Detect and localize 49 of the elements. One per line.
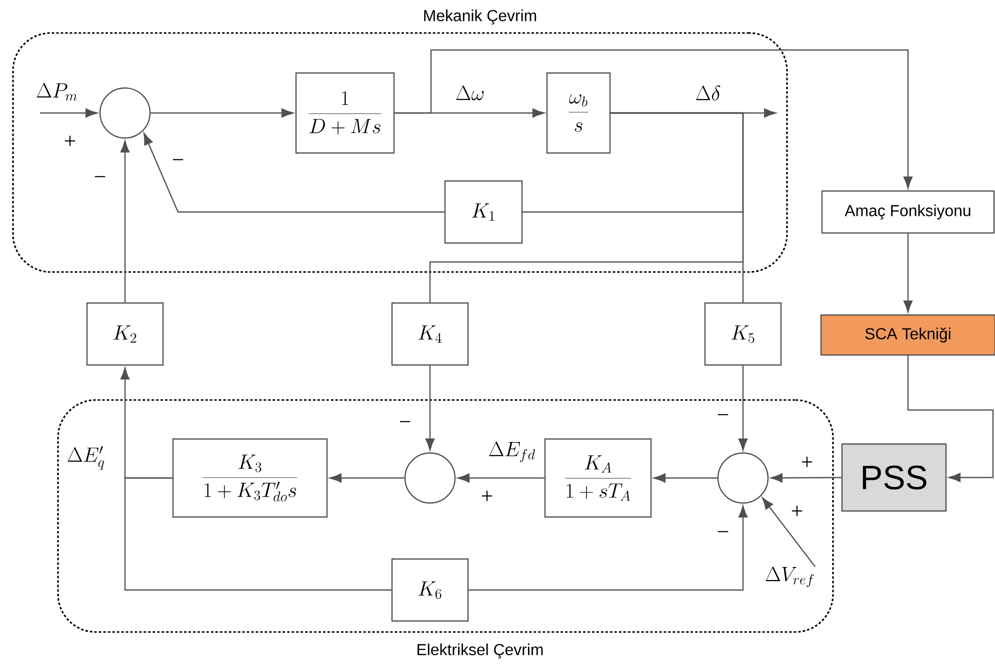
arrow bbox=[120, 140, 130, 302]
transfer-function-box: $\frac{K_A}{1+sT_A}$ bbox=[544, 438, 652, 518]
transfer-function-box: $\frac{1}{D+Ms}$ bbox=[295, 72, 395, 154]
gain-box: $K_2$ bbox=[86, 302, 164, 366]
gain-box: $K_5$ bbox=[704, 302, 782, 366]
edge-label: $\Delta\delta$ bbox=[694, 84, 722, 102]
transfer-function-box: $\frac{\omega_b}{s}$ bbox=[546, 72, 611, 154]
gain-box: $K_1$ bbox=[444, 180, 523, 244]
arrow bbox=[40, 108, 98, 118]
arrow bbox=[762, 498, 816, 568]
signal-line bbox=[610, 112, 744, 302]
sign-label: + bbox=[64, 136, 76, 146]
arrow bbox=[330, 473, 404, 483]
sign-label: − bbox=[718, 531, 728, 532]
sign-label: − bbox=[172, 159, 184, 160]
controller-box: PSS bbox=[841, 443, 947, 512]
signal-label: $\Delta V_{ref}$ bbox=[766, 566, 814, 588]
gain-box: $K_4$ bbox=[391, 302, 469, 366]
arrow bbox=[654, 473, 718, 483]
sign-label: − bbox=[400, 421, 410, 422]
arrow bbox=[144, 132, 444, 213]
process-box: Amaç Fonksiyonu bbox=[821, 190, 995, 234]
sign-label: + bbox=[802, 456, 812, 468]
arrow bbox=[468, 506, 748, 591]
arrow bbox=[903, 234, 913, 312]
sign-label: − bbox=[94, 176, 106, 178]
sign-label: + bbox=[792, 506, 802, 516]
edge-label: $\Delta E'_q$ bbox=[66, 445, 106, 471]
arrow bbox=[458, 473, 544, 483]
process-box: SCA Tekniği bbox=[820, 314, 995, 356]
summing-junction bbox=[404, 452, 456, 504]
edge-label: $\Delta P_m$ bbox=[35, 82, 79, 102]
signal-line bbox=[124, 477, 392, 591]
loop-title: Mekanik Çevrim bbox=[424, 10, 536, 24]
arrow bbox=[907, 356, 994, 482]
transfer-function-box: $\frac{K_3}{1+K_3T'_{do}s}$ bbox=[172, 438, 328, 518]
edge-label: $\Delta E_{fd}$ bbox=[487, 441, 537, 463]
summing-junction bbox=[717, 452, 769, 504]
arrow bbox=[770, 473, 842, 482]
sign-label: − bbox=[718, 414, 728, 416]
summing-junction bbox=[99, 87, 151, 139]
arrow bbox=[738, 366, 748, 450]
arrow bbox=[150, 108, 294, 118]
loop-title: Elektriksel Çevrim bbox=[418, 644, 543, 658]
gain-box: $K_6$ bbox=[391, 558, 469, 622]
sign-label: + bbox=[482, 490, 492, 502]
arrow bbox=[394, 49, 913, 188]
arrow bbox=[425, 366, 435, 450]
edge-label: $\Delta\omega$ bbox=[454, 84, 486, 102]
